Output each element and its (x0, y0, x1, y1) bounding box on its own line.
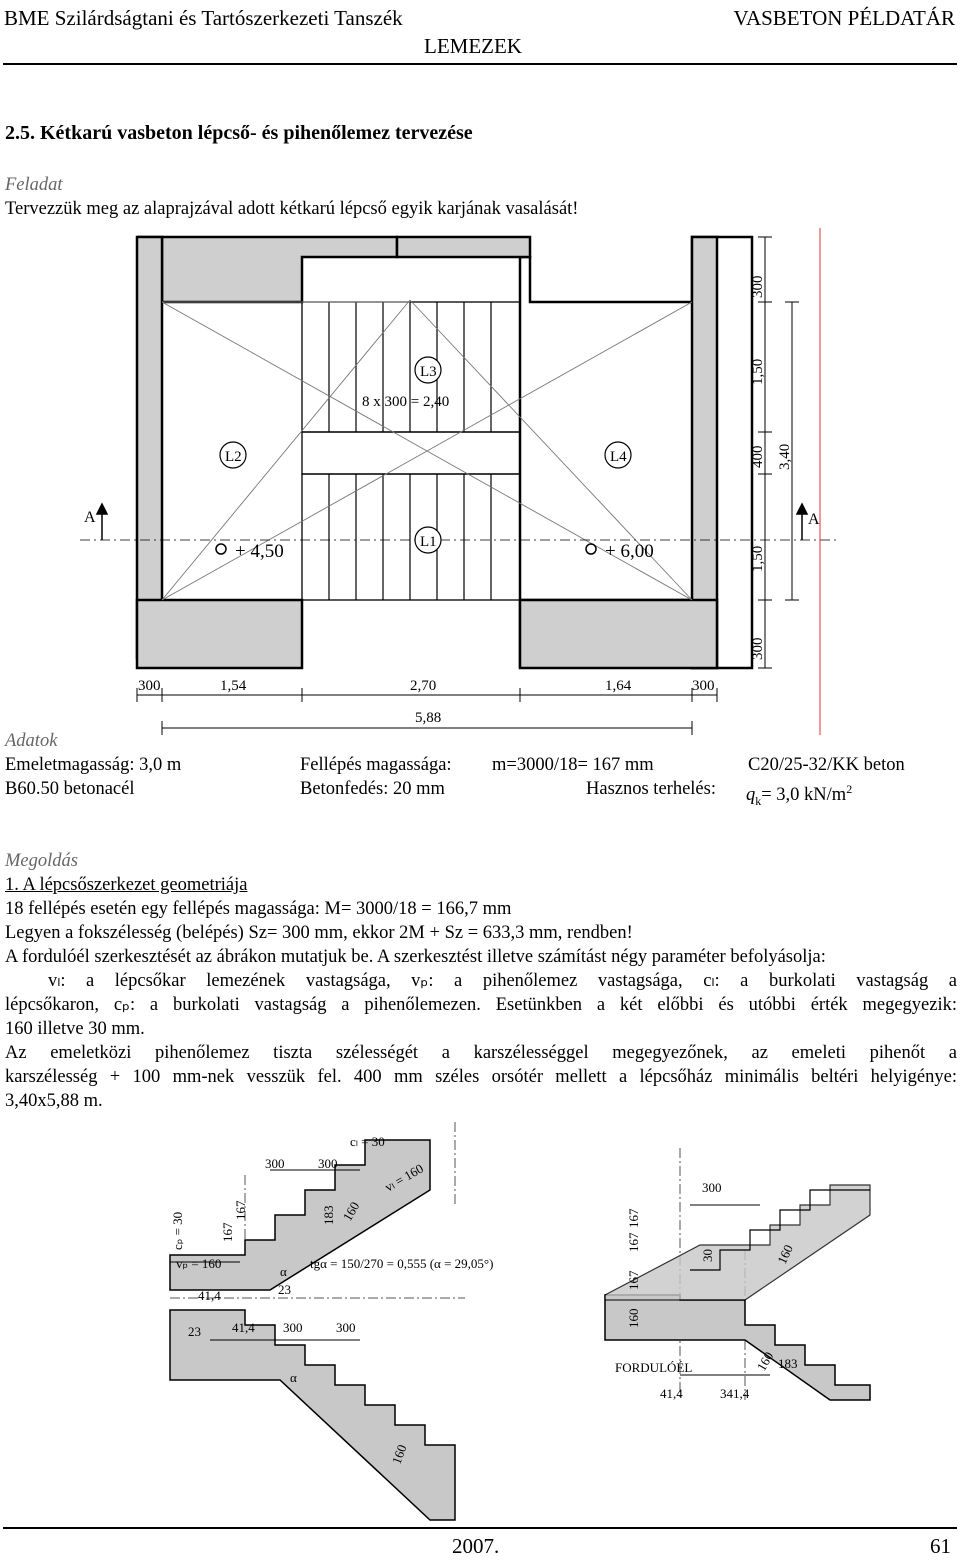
data-cover: Betonfedés: 20 mm (300, 779, 445, 799)
dim-total: 5,88 (415, 710, 441, 726)
sec-left-label-160b: 160 (389, 1443, 410, 1466)
data-load-label: Hasznos terhelés: (586, 779, 716, 799)
label-L3: L3 (420, 364, 437, 380)
label-L4: L4 (610, 449, 627, 465)
sec-left-label-alpha2: α (290, 1370, 297, 1385)
dim-bottom-0: 300 (138, 678, 161, 694)
label-L2: L2 (225, 449, 242, 465)
dim-bottom-4: 300 (692, 678, 715, 694)
dim-right-1: 1,50 (750, 359, 766, 385)
paragraph-2-line-3: 3,40x5,88 m. (5, 1091, 103, 1111)
data-concrete: C20/25-32/KK beton (748, 755, 905, 775)
sec-right-label-167b: 167 (626, 1232, 641, 1252)
dim-bottom-3: 1,64 (605, 678, 632, 694)
header-rule (3, 63, 957, 65)
sec-left-label-vp: vₚ = 160 (176, 1256, 221, 1271)
task-heading: Feladat (5, 175, 63, 195)
solution-line2: Legyen a fokszélesség (belépés) Sz= 300 … (5, 923, 633, 943)
dim-right-3: 3,40 (777, 444, 793, 470)
footer-year: 2007. (452, 1534, 500, 1558)
sec-right-label-167c: 167 (626, 1208, 641, 1228)
header-chapter: LEMEZEK (424, 34, 522, 58)
solution-heading: Megoldás (5, 851, 78, 871)
sec-left-label-41b: 41,4 (232, 1320, 255, 1335)
sec-left-label-300a: 300 (265, 1156, 285, 1171)
paragraph-1-line-3: 160 illetve 30 mm. (5, 1019, 145, 1039)
sec-right-label-30: 30 (700, 1249, 715, 1262)
dim-bottom-2: 2,70 (410, 678, 436, 694)
paragraph-1-line-1: vₗ: a lépcsőkar lemezének vastagsága, vₚ… (48, 971, 957, 991)
solution-line3: A fordulóél szerkesztését az ábrákon mut… (5, 947, 826, 967)
header-book-title: VASBETON PÉLDATÁR (733, 6, 955, 30)
level-right: + 6,00 (605, 541, 654, 562)
footer-rule (3, 1527, 957, 1529)
sec-left-label-23a: 23 (278, 1282, 291, 1297)
solution-subheading: 1. A lépcsőszerkezet geometriája (5, 875, 248, 895)
sec-left-label-167b: 167 (233, 1200, 248, 1220)
data-heading: Adatok (5, 731, 58, 751)
sec-right-label-167a: 167 (626, 1270, 641, 1290)
data-steel: B60.50 betonacél (5, 779, 135, 799)
sec-right-label-41: 41,4 (660, 1386, 683, 1401)
run-label: 8 x 300 = 2,40 (362, 394, 449, 410)
sec-right-label-300: 300 (702, 1180, 722, 1195)
sec-left-label-300b: 300 (318, 1156, 338, 1171)
sec-right-label-160b: 160 (626, 1309, 641, 1329)
section-mark-left: A (84, 509, 96, 526)
sec-left-label-cp: cₚ = 30 (170, 1212, 185, 1250)
data-step-height-value: m=3000/18= 167 mm (492, 755, 654, 775)
stair-plan-drawing: A A + 4,50 + 6,00 L3 L2 L4 L1 8 x 300 = … (80, 228, 840, 735)
sec-left-label-41a: 41,4 (198, 1288, 221, 1303)
sec-right-label-183: 183 (778, 1356, 798, 1371)
data-step-height-label: Fellépés magassága: (300, 755, 452, 775)
sec-left-label-300d: 300 (336, 1320, 356, 1335)
sec-left-label-23b: 23 (188, 1324, 201, 1339)
level-left: + 4,50 (235, 541, 284, 562)
paragraph-2-line-1: Az emeletközi pihenőlemez tiszta széless… (5, 1043, 957, 1063)
dim-right-0: 300 (750, 276, 766, 299)
page-number: 61 (930, 1534, 951, 1558)
paragraph-1-line-2: lépcsőkaron, cₚ: a burkolati vastagság a… (5, 995, 957, 1015)
paragraph-2-line-2: karszélesség + 100 mm-nek vesszük fel. 4… (5, 1067, 957, 1087)
stair-section-left-drawing: cₗ = 30 300 300 vₗ = 160 cₚ = 30 167 167… (169, 1122, 493, 1521)
sec-right-label-160a: 160 (774, 1242, 796, 1266)
dim-bottom-1: 1,54 (220, 678, 247, 694)
task-text: Tervezzük meg az alaprajzával adott kétk… (5, 199, 579, 219)
solution-paragraph-1: vₗ: a lépcsőkar lemezének vastagsága, vₚ… (5, 969, 957, 1041)
sec-left-label-alpha1: α (280, 1264, 287, 1279)
sec-left-label-183: 183 (321, 1206, 336, 1226)
label-L1: L1 (420, 534, 437, 550)
solution-paragraph-2: Az emeletközi pihenőlemez tiszta széless… (5, 1041, 957, 1113)
data-floor-height: Emeletmagasság: 3,0 m (5, 755, 182, 775)
stair-section-right-drawing: 300 167 167 167 30 160 160 FORDULÓÉL 160… (604, 1148, 871, 1401)
section-title: 2.5. Kétkarú vasbeton lépcső- és pihenől… (5, 122, 473, 144)
header-department: BME Szilárdságtani és Tartószerkezeti Ta… (4, 6, 403, 30)
dim-right-4: 1,50 (750, 546, 766, 572)
solution-line1: 18 fellépés esetén egy fellépés magasság… (5, 899, 512, 919)
sec-right-label-turning-edge: FORDULÓÉL (615, 1360, 692, 1375)
dim-right-5: 300 (750, 638, 766, 661)
section-mark-right: A (808, 511, 820, 528)
sec-left-label-cl: cₗ = 30 (350, 1134, 385, 1149)
dim-right-2: 400 (750, 446, 766, 469)
sec-left-label-167a: 167 (220, 1222, 235, 1242)
sec-right-label-341: 341,4 (720, 1386, 750, 1401)
sec-left-label-tga: tgα = 150/270 = 0,555 (α = 29,05°) (310, 1256, 493, 1271)
data-load-value: qk= 3,0 kN/m2 (746, 782, 853, 808)
sec-left-label-300c: 300 (283, 1320, 303, 1335)
